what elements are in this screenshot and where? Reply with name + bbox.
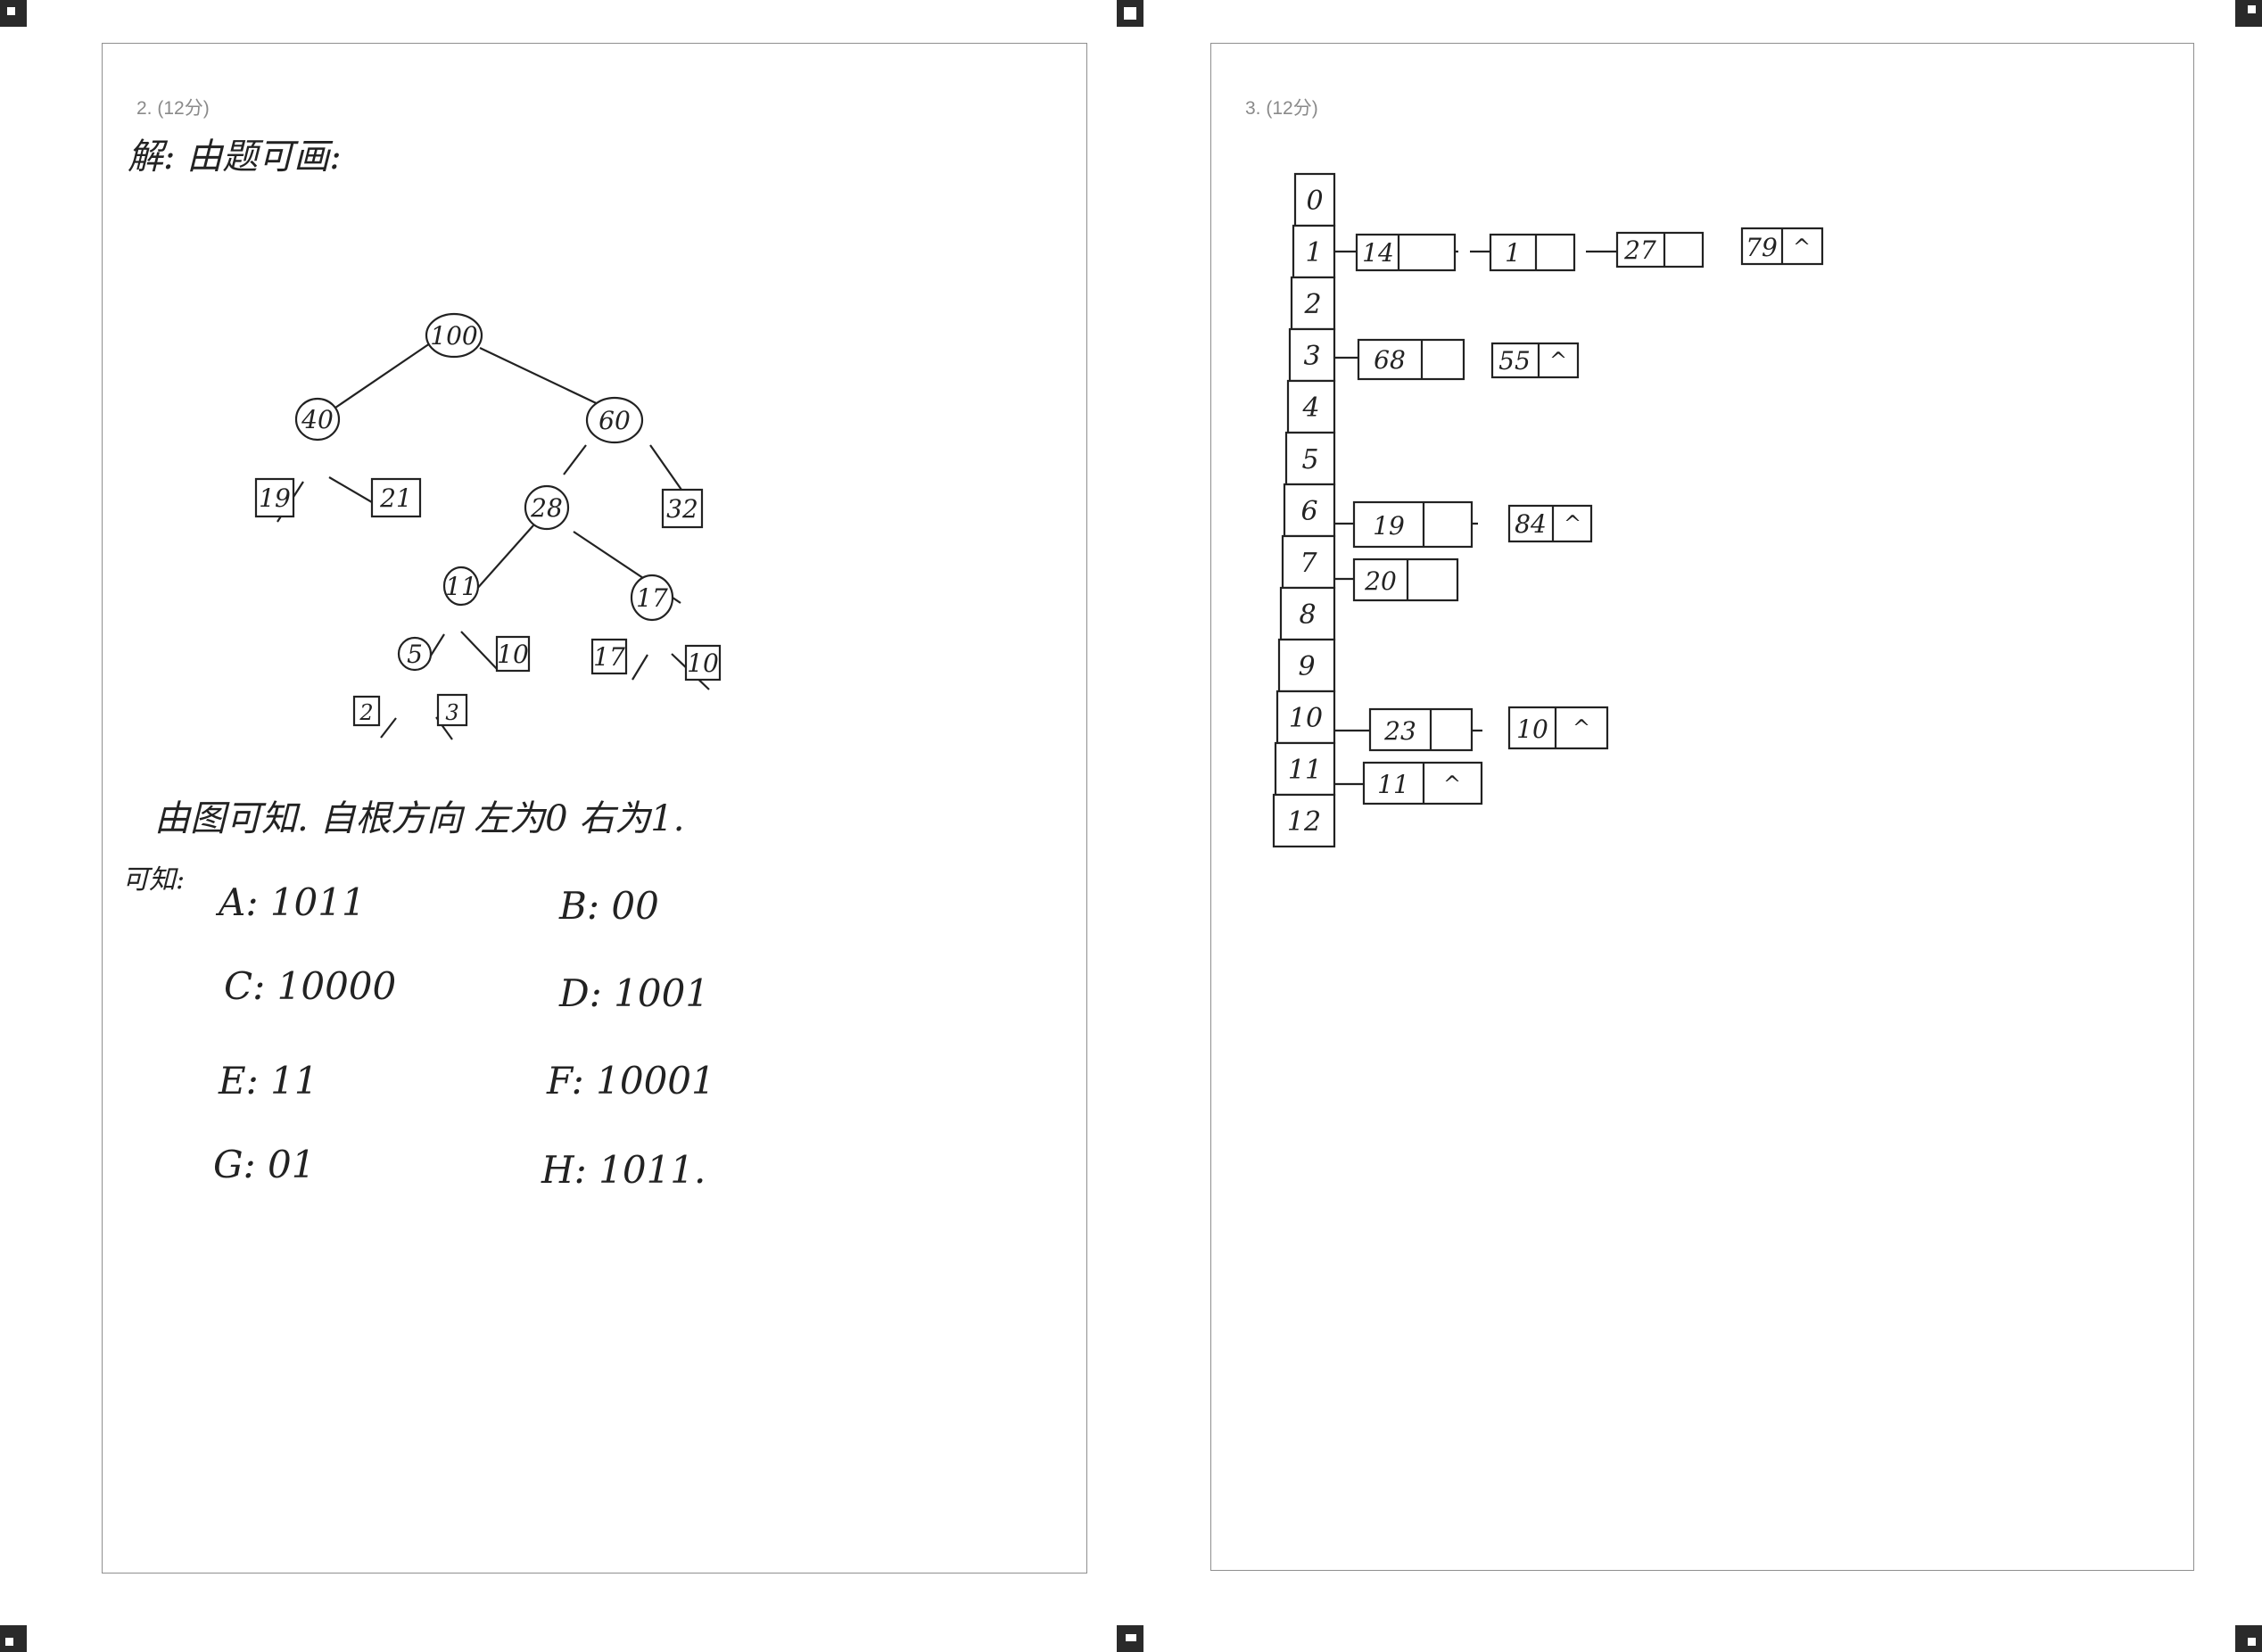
slot-index: 12	[1287, 806, 1321, 838]
tree-node-circle	[630, 574, 674, 622]
chain-key: 55	[1498, 346, 1531, 376]
null-pointer: ^	[1564, 511, 1581, 536]
tree-node-label: 5	[407, 640, 423, 669]
tree-leaf-label: 32	[666, 494, 698, 524]
tree-edges	[277, 343, 710, 740]
tree-leaf-box	[661, 488, 704, 529]
slot-index: 6	[1300, 496, 1317, 527]
hash-table-drawing: 0 1 2 3 4 5 6 7 8 9 10 11 12	[1272, 172, 1824, 848]
chain-key: 11	[1377, 770, 1409, 799]
code-e: E: 11	[219, 1059, 318, 1103]
slot-index: 3	[1303, 341, 1320, 372]
tree-leaf-label: 21	[379, 483, 412, 513]
corner-marker-bottom-left	[0, 1625, 27, 1652]
null-pointer: ^	[1793, 235, 1811, 260]
tree-leaf-label: 2	[359, 700, 373, 725]
corner-marker-top-left	[0, 0, 27, 27]
slot-index: 1	[1305, 237, 1322, 268]
intro-text: 解: 由题可画:	[128, 136, 342, 178]
tree-leaf-label: 10	[497, 640, 529, 669]
tree-node-label: 11	[445, 572, 477, 601]
chain-nodes	[1352, 227, 1824, 805]
slot-index: 4	[1301, 392, 1319, 424]
chain-key: 23	[1383, 716, 1416, 746]
tree-leaf-label: 17	[593, 642, 625, 672]
chain-key: 10	[1516, 714, 1548, 744]
tree-node-circle	[524, 484, 570, 531]
null-pointer: ^	[1549, 348, 1567, 373]
tree-leaf-box	[684, 644, 722, 681]
slot-index: 10	[1289, 703, 1323, 734]
null-pointer: ^	[1573, 715, 1590, 740]
tree-leaf-label: 10	[687, 648, 719, 678]
null-pointer: ^	[1443, 772, 1461, 797]
slot-index: 9	[1298, 651, 1315, 682]
answer-page-right: 3. (12分) 0 1 2 3 4 5 6 7 8	[1210, 43, 2194, 1571]
tree-node-label: 17	[636, 583, 668, 613]
tree-leaf-box	[370, 477, 422, 518]
slot-index: 0	[1306, 186, 1323, 217]
tree-node-label: 28	[530, 493, 563, 523]
tree-leaf-box	[254, 477, 295, 518]
chain-key: 1	[1505, 238, 1521, 268]
tree-leaf-label: 19	[259, 483, 291, 513]
code-a: A: 1011	[219, 880, 366, 924]
code-c: C: 10000	[224, 964, 397, 1008]
question-label: 2. (12分)	[136, 98, 210, 119]
chain-key: 68	[1374, 345, 1406, 375]
code-h: H: 1011.	[541, 1148, 706, 1192]
corner-marker-bottom-right	[2235, 1625, 2262, 1652]
slot-index: 2	[1303, 289, 1321, 320]
hash-table-slots	[1272, 172, 1336, 848]
corner-marker-top-center	[1117, 0, 1143, 27]
chain-key: 79	[1746, 233, 1778, 262]
tree-leaf-box	[495, 635, 531, 673]
tree-leaf-box	[436, 693, 468, 727]
chain-key: 27	[1623, 235, 1656, 265]
tree-leaf-label: 3	[445, 700, 458, 725]
tree-node-circle	[294, 397, 341, 442]
answer-page-left: 2. (12分) 解: 由题可画:	[102, 43, 1087, 1574]
tree-leaf-box	[352, 695, 381, 727]
tree-node-label: 100	[430, 321, 477, 351]
tree-node-circle	[425, 312, 483, 359]
code-f: F: 10001	[547, 1059, 715, 1103]
tree-node-label: 40	[301, 405, 334, 434]
tree-node-circle	[442, 566, 480, 607]
chain-key: 20	[1364, 566, 1397, 596]
rule-text: 由图可知. 自根方向 左为0 右为1.	[154, 798, 685, 839]
conclusion-label: 可知:	[122, 864, 186, 896]
question-label: 3. (12分)	[1245, 98, 1318, 119]
code-d: D: 1001	[559, 971, 710, 1015]
slot-index: 7	[1300, 548, 1317, 579]
slot-index: 8	[1299, 599, 1316, 631]
chain-key: 14	[1362, 238, 1394, 268]
tree-leaf-box	[590, 638, 628, 675]
corner-marker-top-right	[2235, 0, 2262, 27]
tree-node-circle	[585, 396, 644, 444]
chain-key: 84	[1515, 509, 1547, 539]
code-g: G: 01	[213, 1143, 316, 1186]
huffman-tree-drawing: 解: 由题可画: 1	[128, 136, 722, 740]
tree-node-label: 60	[599, 406, 631, 435]
chain-key: 19	[1373, 511, 1405, 541]
slot-index: 5	[1301, 444, 1318, 475]
tree-node-circle	[397, 636, 433, 672]
slot-index: 11	[1288, 755, 1322, 786]
corner-marker-bottom-center	[1117, 1625, 1143, 1652]
code-b: B: 00	[559, 884, 659, 928]
